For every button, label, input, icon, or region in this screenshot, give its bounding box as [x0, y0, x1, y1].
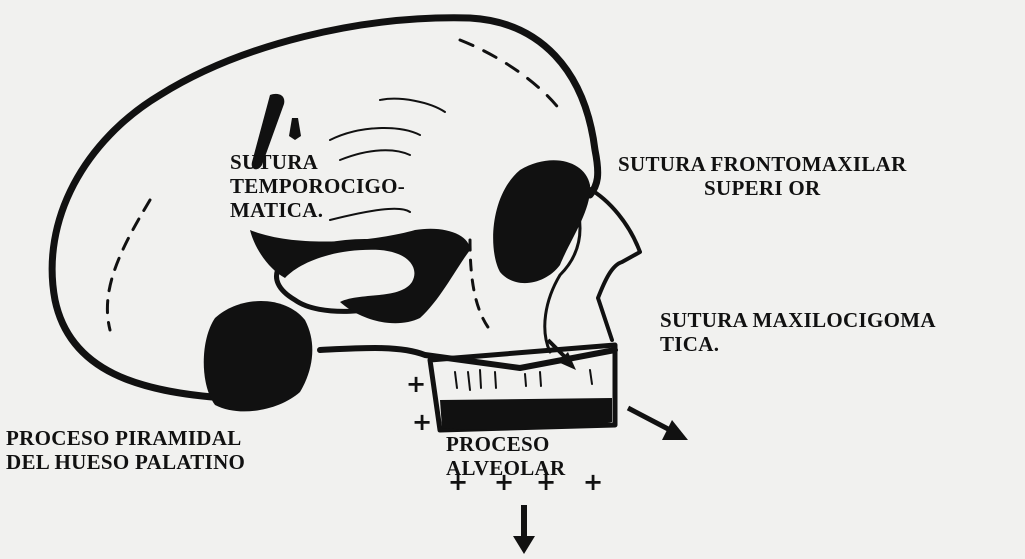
- label-line: SUTURA MAXILOCIGOMA: [660, 308, 936, 332]
- temporal-stroke-1: [330, 128, 420, 140]
- arrow-down-head: [513, 536, 535, 554]
- teeth-strokes: [455, 370, 592, 390]
- plus-sign: +: [406, 372, 426, 396]
- face-dash: [470, 240, 490, 330]
- cranium-dash-1: [107, 200, 150, 330]
- label-line: TICA.: [660, 332, 936, 356]
- plus-sign: +: [448, 470, 468, 494]
- nasal-profile: [588, 188, 640, 340]
- plus-sign: +: [494, 470, 514, 494]
- suture-mark-2: [289, 118, 301, 140]
- plus-sign: +: [412, 410, 432, 434]
- label-line: TEMPOROCIGO-: [230, 174, 405, 198]
- label-sutura-temporocigomatica: SUTURA TEMPOROCIGO- MATICA.: [230, 150, 405, 222]
- label-line: SUTURA: [230, 150, 405, 174]
- plus-sign: +: [536, 470, 556, 494]
- label-proceso-piramidal: PROCESO PIRAMIDAL DEL HUESO PALATINO: [6, 426, 245, 474]
- orbit-shape: [493, 160, 590, 283]
- label-line: SUPERI OR: [618, 176, 907, 200]
- temporal-stroke-3: [380, 99, 445, 112]
- label-line: PROCESO: [446, 432, 566, 456]
- label-line: DEL HUESO PALATINO: [6, 450, 245, 474]
- label-sutura-maxilocigomatica: SUTURA MAXILOCIGOMA TICA.: [660, 308, 936, 356]
- palatine-process-shape: [204, 301, 313, 411]
- label-sutura-frontomaxilar: SUTURA FRONTOMAXILAR SUPERI OR: [618, 152, 907, 200]
- label-line: PROCESO PIRAMIDAL: [6, 426, 245, 450]
- label-line: MATICA.: [230, 198, 405, 222]
- label-line: SUTURA FRONTOMAXILAR: [618, 152, 907, 176]
- plus-sign: +: [583, 470, 603, 494]
- arrow-forward-down: [628, 408, 670, 430]
- alveolar-band: [440, 398, 612, 430]
